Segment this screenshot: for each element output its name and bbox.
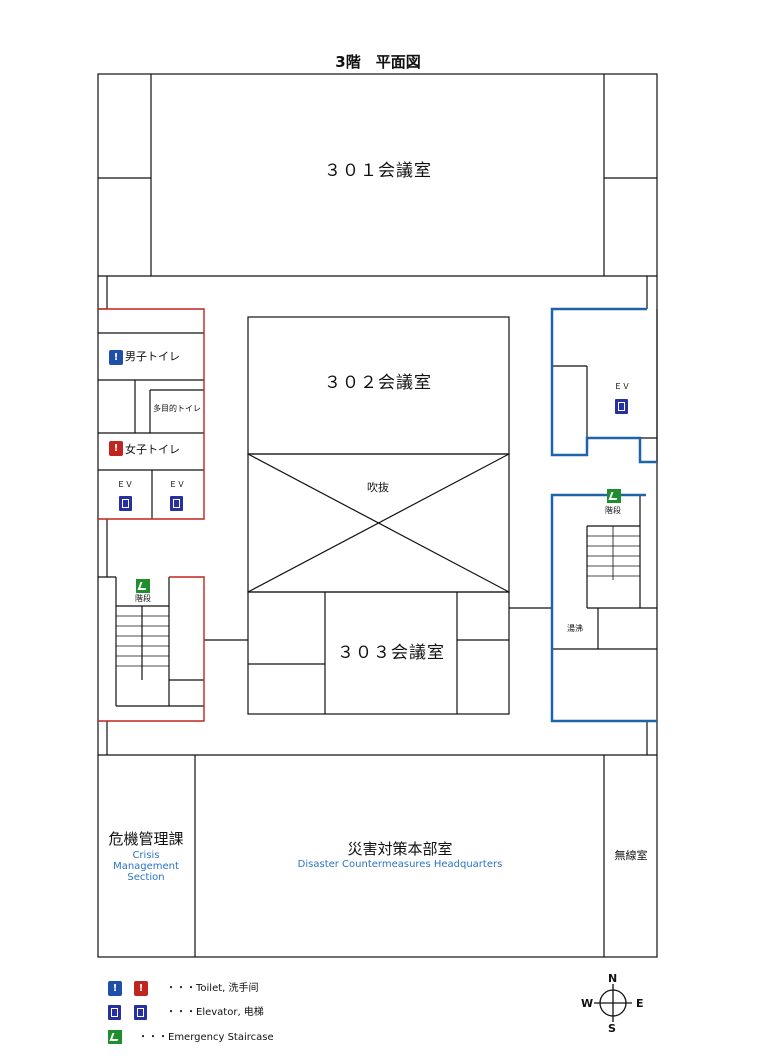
legend-stair-icon <box>108 1030 122 1044</box>
room-303-label: ３０３会議室 <box>337 643 445 663</box>
compass-west: W <box>581 997 594 1010</box>
kitchenette-label: 湯沸 <box>567 624 583 633</box>
crisis-section-en: Crisis Management Section <box>113 850 179 883</box>
compass-east: E <box>636 997 644 1010</box>
stairs-label-right: 階段 <box>605 506 621 515</box>
compass-south: S <box>608 1022 616 1035</box>
elevator-icon <box>170 496 183 511</box>
compass-north: N <box>608 972 618 985</box>
legend-toilet-text: ・・・Toilet, 洗手间 <box>166 983 259 994</box>
ev-label-1: ＥＶ <box>117 480 133 489</box>
elevator-icon <box>119 496 132 511</box>
ev-label-2: ＥＶ <box>169 480 185 489</box>
multi-toilet-label: 多目的トイレ <box>153 404 201 413</box>
building-outline <box>97 73 658 958</box>
legend-elevator-icon <box>108 1005 121 1020</box>
legend-stair-text: ・・・Emergency Staircase <box>138 1032 274 1043</box>
radio-room-label: 無線室 <box>614 849 648 862</box>
room-301-label: ３０１会議室 <box>324 161 432 181</box>
emergency-stair-icon <box>607 489 621 503</box>
disaster-hq-en: Disaster Countermeasures Headquarters <box>297 859 503 870</box>
plan-title: 3階 平面図 <box>335 53 421 71</box>
male-toilet-icon: ! <box>109 350 123 365</box>
emergency-stair-icon <box>136 579 150 593</box>
legend-male-toilet-icon: ! <box>108 981 122 996</box>
disaster-hq-label: 災害対策本部室 <box>347 840 453 858</box>
legend-female-toilet-icon: ! <box>134 981 148 996</box>
male-toilet-label: 男子トイレ <box>125 350 180 363</box>
elevator-icon <box>615 399 628 414</box>
female-toilet-icon: ! <box>109 441 123 456</box>
female-toilet-label: 女子トイレ <box>125 443 180 456</box>
compass <box>594 984 632 1022</box>
room-302-label: ３０２会議室 <box>324 373 432 393</box>
crisis-section-label: 危機管理課 <box>108 830 184 848</box>
room-303-wall <box>247 591 510 715</box>
legend-elevator-icon <box>134 1005 147 1020</box>
void-label: 吹抜 <box>367 481 389 494</box>
ev-label-3: ＥＶ <box>614 382 630 391</box>
stairs-label-left: 階段 <box>135 594 151 603</box>
legend-elevator-text: ・・・Elevator, 电梯 <box>166 1007 264 1018</box>
